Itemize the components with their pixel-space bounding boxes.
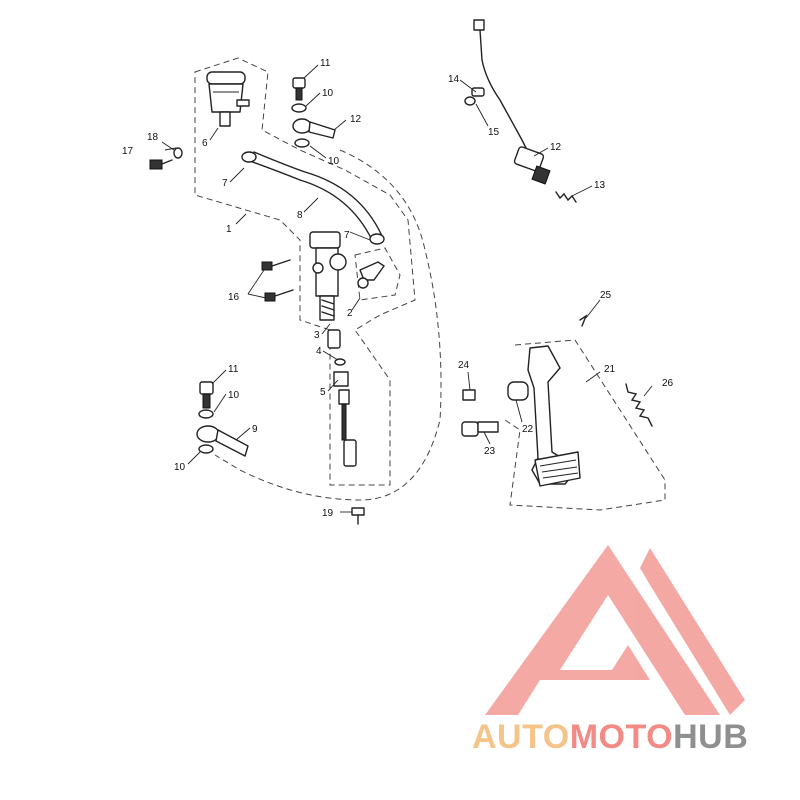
callout-10b: 10 xyxy=(328,156,340,167)
callout-10d: 10 xyxy=(174,462,186,473)
callout-14: 14 xyxy=(448,74,460,85)
callout-15: 15 xyxy=(488,127,500,138)
bleed-bolt xyxy=(351,507,365,525)
callout-6: 6 xyxy=(202,138,208,149)
callout-11a: 11 xyxy=(320,58,331,69)
callout-5: 5 xyxy=(320,387,326,398)
watermark-auto: AUTO xyxy=(472,718,570,756)
callout-17: 17 xyxy=(122,146,134,157)
callout-24: 24 xyxy=(458,360,470,371)
callout-3: 3 xyxy=(314,330,320,341)
callout-2: 2 xyxy=(347,308,353,319)
callout-18: 18 xyxy=(147,132,159,143)
rear-master-cylinder xyxy=(309,231,385,467)
svg-text:AUTOMOTOHUB: AUTOMOTOHUB xyxy=(472,718,748,756)
brake-pedal-group-outline xyxy=(504,339,666,511)
callout-7a: 7 xyxy=(222,178,228,189)
callout-11b: 11 xyxy=(228,364,239,375)
callout-labels: 1 2 3 4 5 6 7 7 8 9 10 10 10 10 11 11 12… xyxy=(122,58,674,519)
callout-26: 26 xyxy=(662,378,674,389)
callout-10c: 10 xyxy=(228,390,240,401)
automotohub-watermark: AUTOMOTOHUB xyxy=(472,545,748,756)
callout-12a: 12 xyxy=(350,114,362,125)
master-cylinder-bolts xyxy=(261,259,294,302)
brake-fluid-reservoir xyxy=(206,71,250,127)
reservoir-mount-bolt xyxy=(149,147,183,170)
callout-22: 22 xyxy=(522,424,534,435)
callout-10a: 10 xyxy=(322,88,334,99)
callout-19: 19 xyxy=(322,508,334,519)
callout-21: 21 xyxy=(604,364,616,375)
upper-banjo-assembly xyxy=(291,77,336,148)
callout-4: 4 xyxy=(316,346,322,357)
pedal-springs xyxy=(579,314,653,427)
callout-7b: 7 xyxy=(344,230,350,241)
callout-8: 8 xyxy=(297,210,303,221)
watermark-moto: MOTO xyxy=(570,718,673,756)
callout-12b: 12 xyxy=(550,142,562,153)
callout-9: 9 xyxy=(252,424,258,435)
callout-25: 25 xyxy=(600,290,612,301)
banjo-elbow-fitting xyxy=(359,261,385,281)
callout-leaders xyxy=(161,64,653,513)
rear-brake-pedal xyxy=(527,345,581,487)
reservoir-bracket-outline xyxy=(354,247,401,301)
pedal-pivot-parts xyxy=(461,381,529,437)
watermark-logo-icon xyxy=(485,545,745,715)
lower-banjo-assembly xyxy=(196,381,249,457)
callout-13: 13 xyxy=(594,180,606,191)
switch-line-outline xyxy=(214,149,442,501)
callout-16: 16 xyxy=(228,292,240,303)
brake-light-switch xyxy=(464,19,577,203)
watermark-hub: HUB xyxy=(673,718,748,756)
callout-23: 23 xyxy=(484,446,496,457)
reservoir-hose xyxy=(241,151,385,245)
master-cylinder-group-outline xyxy=(194,57,416,486)
callout-1: 1 xyxy=(226,224,232,235)
